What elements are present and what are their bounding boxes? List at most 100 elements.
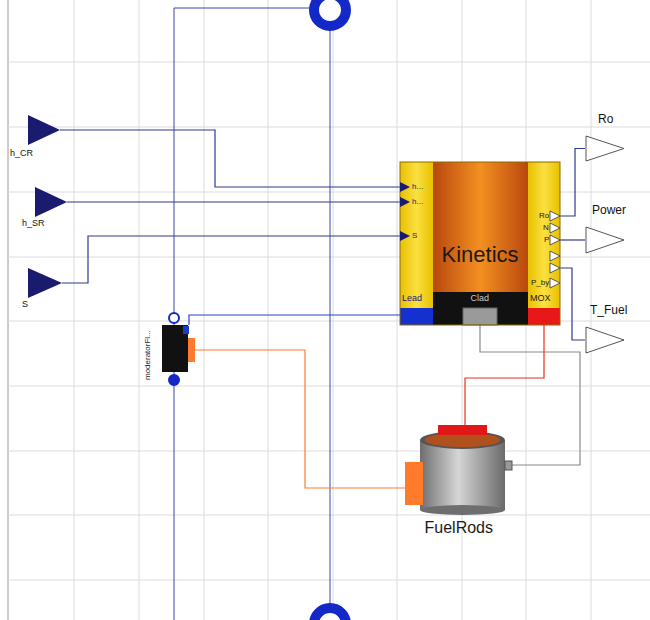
port-triangle	[400, 231, 410, 241]
port-triangle	[550, 223, 560, 233]
signal-line	[60, 130, 400, 187]
grid-line	[8, 451, 650, 452]
heat-port: Lead	[400, 292, 433, 325]
node-label: moderatorFl...	[144, 330, 152, 380]
fluid-port	[314, 608, 346, 620]
cylinder-top	[425, 433, 501, 447]
output-port: N	[528, 222, 560, 234]
clad-port	[463, 308, 497, 325]
grid-line	[8, 580, 650, 581]
node-label: S	[412, 232, 417, 240]
grid-line	[8, 62, 650, 63]
fluid-port	[169, 313, 179, 323]
signal-line	[560, 268, 585, 340]
shape-outline	[405, 425, 512, 515]
mox-port	[438, 425, 487, 435]
output-port: Ro	[528, 210, 560, 222]
mox-port	[528, 308, 560, 325]
fuel-rods-block: FuelRods	[405, 425, 512, 515]
kinetics-block: Kineticsh...h...SRoNPP_byLeadCladMOX	[400, 162, 560, 325]
output-triangle	[586, 327, 624, 353]
node-label: FuelRods	[425, 520, 493, 536]
block-body	[433, 162, 528, 325]
cylinder-body	[420, 440, 505, 510]
grid-line	[8, 515, 650, 516]
heat-line	[195, 350, 405, 488]
node-label: Lead	[402, 294, 422, 303]
heat-port	[188, 338, 195, 362]
block-column	[400, 162, 433, 325]
port-triangle	[550, 278, 560, 288]
node-label: Ro	[598, 113, 613, 125]
port-triangle	[550, 251, 560, 261]
output-port: P_by	[528, 277, 560, 289]
node-label: h_SR	[22, 219, 45, 228]
input-connector: S	[28, 268, 62, 298]
output-triangle	[586, 227, 624, 253]
input-triangle	[28, 115, 60, 145]
grid-line	[268, 0, 269, 620]
input-port: h...	[400, 181, 432, 193]
shape-outline	[28, 268, 62, 298]
shape-outline	[162, 325, 195, 372]
fluid-port	[169, 375, 179, 385]
grid-line	[333, 0, 334, 620]
signal-line	[62, 236, 400, 283]
shape-outline	[28, 115, 60, 145]
output-connector: Ro	[585, 135, 625, 162]
signal-line	[560, 239, 585, 240]
heat-port: MOX	[528, 292, 560, 325]
block-body	[162, 325, 188, 372]
grid-line	[74, 0, 75, 620]
grid-line	[139, 0, 140, 620]
node-label: T_Fuel	[590, 304, 627, 316]
output-triangle	[586, 136, 624, 161]
node-label: Clad	[471, 294, 490, 303]
node-label: h...	[412, 183, 423, 191]
shape-outline	[585, 326, 625, 354]
grid-line	[204, 0, 205, 620]
input-triangle	[28, 268, 62, 298]
output-connector: T_Fuel	[585, 326, 625, 354]
node-label: MOX	[530, 294, 551, 303]
heat-port	[405, 462, 423, 505]
node-label: N	[543, 224, 549, 232]
lead-port	[400, 308, 433, 325]
node-label: P_by	[531, 279, 549, 287]
clad-port	[505, 461, 512, 470]
grid	[8, 0, 650, 620]
grid-line	[8, 127, 650, 128]
input-connector: h_SR	[35, 187, 67, 217]
fluid-port	[183, 326, 189, 334]
moderator-flow-block: moderatorFl...	[162, 325, 195, 372]
fluid-port	[314, 0, 346, 26]
port-triangle	[400, 197, 410, 207]
block-column	[528, 162, 560, 325]
input-connector: h_CR	[28, 115, 60, 145]
flow-line	[174, 8, 330, 9]
port-triangle	[550, 263, 560, 273]
input-port: S	[400, 230, 432, 242]
output-port: P	[528, 234, 560, 246]
node-label: h_CR	[10, 149, 33, 158]
node-label: Ro	[539, 212, 549, 220]
heat-line	[465, 325, 544, 425]
input-triangle	[35, 187, 67, 217]
shape-outline	[35, 187, 67, 217]
node-label: Power	[592, 204, 626, 216]
shape-outline	[585, 226, 625, 254]
signal-line	[67, 201, 400, 202]
port-triangle	[400, 182, 410, 192]
grid-line	[8, 0, 9, 620]
port-triangle	[550, 235, 560, 245]
cylinder-base	[420, 505, 505, 515]
port-triangle	[550, 211, 560, 221]
block-bar	[433, 292, 528, 325]
node-label: P	[544, 236, 549, 244]
node-label: S	[22, 300, 28, 309]
signal-line	[560, 149, 585, 217]
grid-line	[397, 0, 398, 620]
input-port: h...	[400, 196, 432, 208]
fluid-line	[189, 315, 400, 325]
